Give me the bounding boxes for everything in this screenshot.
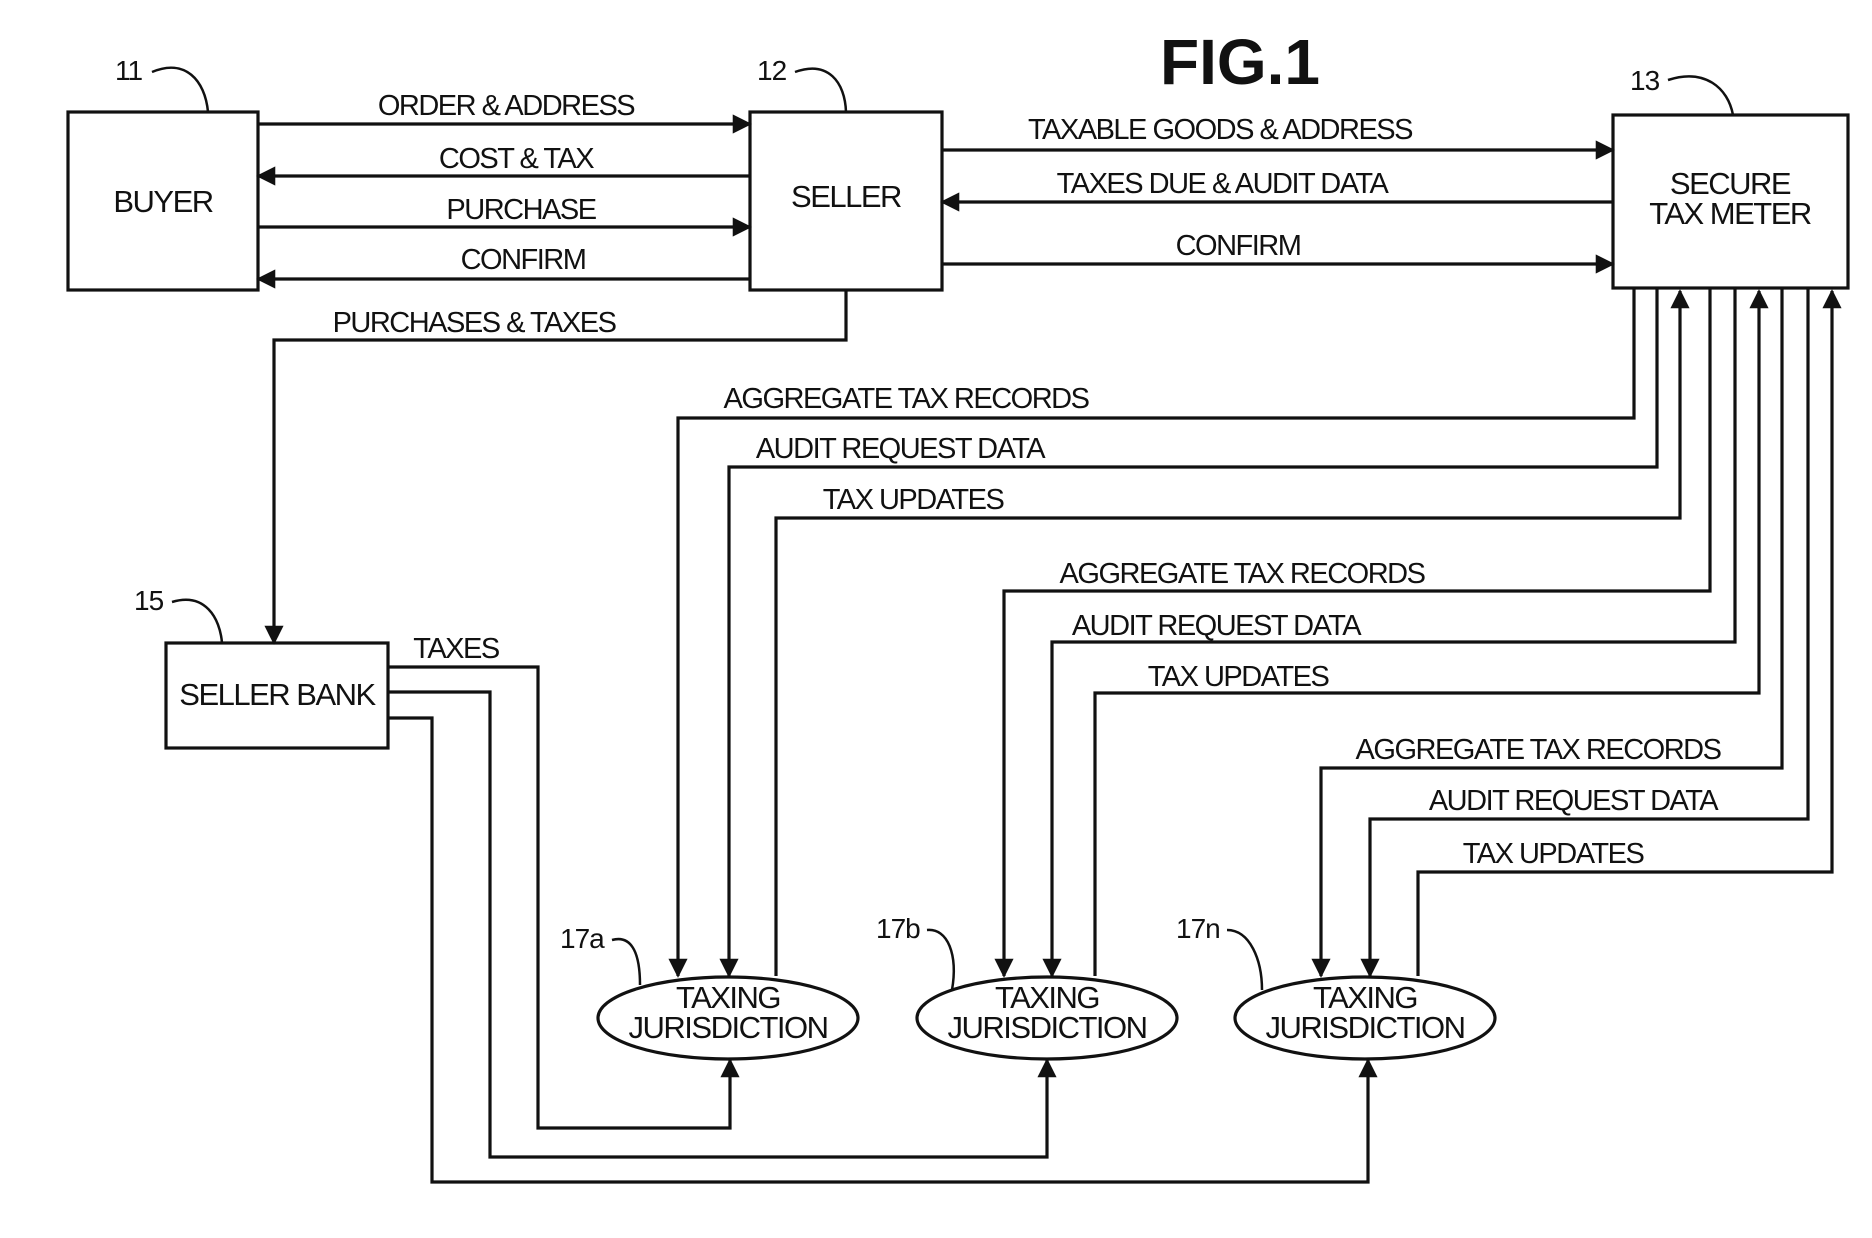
confirm-meter-label: CONFIRM	[1176, 230, 1301, 262]
juris-n-line2: JURISDICTION	[1266, 1010, 1465, 1045]
seller-bank-label: SELLER BANK	[179, 677, 376, 712]
tax-meter-label-line2: TAX METER	[1649, 196, 1811, 231]
taxable-goods-label: TAXABLE GOODS & ADDRESS	[1028, 114, 1413, 146]
a-updates-label: TAX UPDATES	[823, 484, 1005, 516]
n-aggregate-label: AGGREGATE TAX RECORDS	[1356, 734, 1722, 766]
ref-juris-n: 17n	[1176, 913, 1220, 944]
juris-a-line2: JURISDICTION	[629, 1010, 828, 1045]
ref-meter: 13	[1630, 65, 1660, 96]
ref-seller-leader	[795, 69, 846, 112]
b-aggregate-label: AGGREGATE TAX RECORDS	[1060, 558, 1426, 590]
a-audit-label: AUDIT REQUEST DATA	[756, 433, 1046, 465]
ref-juris-b: 17b	[876, 913, 920, 944]
ref-juris-n-leader	[1227, 930, 1262, 990]
juris-b-line2: JURISDICTION	[948, 1010, 1147, 1045]
b-updates-label: TAX UPDATES	[1148, 661, 1330, 693]
seller-label: SELLER	[791, 179, 901, 214]
ref-bank-leader	[172, 600, 222, 643]
a-aggregate-label: AGGREGATE TAX RECORDS	[724, 383, 1090, 415]
purchase-label: PURCHASE	[446, 194, 596, 226]
buyer-label: BUYER	[113, 184, 212, 219]
order-address-label: ORDER & ADDRESS	[378, 90, 635, 122]
taxes-label: TAXES	[413, 633, 500, 665]
ref-juris-a: 17a	[560, 923, 605, 954]
taxes-due-label: TAXES DUE & AUDIT DATA	[1057, 168, 1390, 200]
b-audit-label: AUDIT REQUEST DATA	[1072, 610, 1362, 642]
taxes-to-b-arrow	[388, 692, 1047, 1157]
taxes-to-n-arrow	[388, 718, 1368, 1182]
ref-juris-a-leader	[612, 939, 640, 985]
ref-buyer: 11	[115, 55, 142, 86]
ref-seller: 12	[757, 55, 787, 86]
ref-meter-leader	[1668, 76, 1733, 115]
ref-bank: 15	[134, 585, 164, 616]
purchases-taxes-label: PURCHASES & TAXES	[333, 307, 617, 339]
figure-title: FIG.1	[1160, 26, 1320, 98]
n-updates-arrow	[1418, 291, 1832, 976]
ref-juris-b-leader	[927, 930, 954, 990]
n-audit-label: AUDIT REQUEST DATA	[1429, 785, 1719, 817]
n-updates-label: TAX UPDATES	[1463, 838, 1645, 870]
cost-tax-label: COST & TAX	[439, 143, 594, 175]
ref-buyer-leader	[152, 68, 208, 112]
confirm-buyer-label: CONFIRM	[461, 244, 586, 276]
